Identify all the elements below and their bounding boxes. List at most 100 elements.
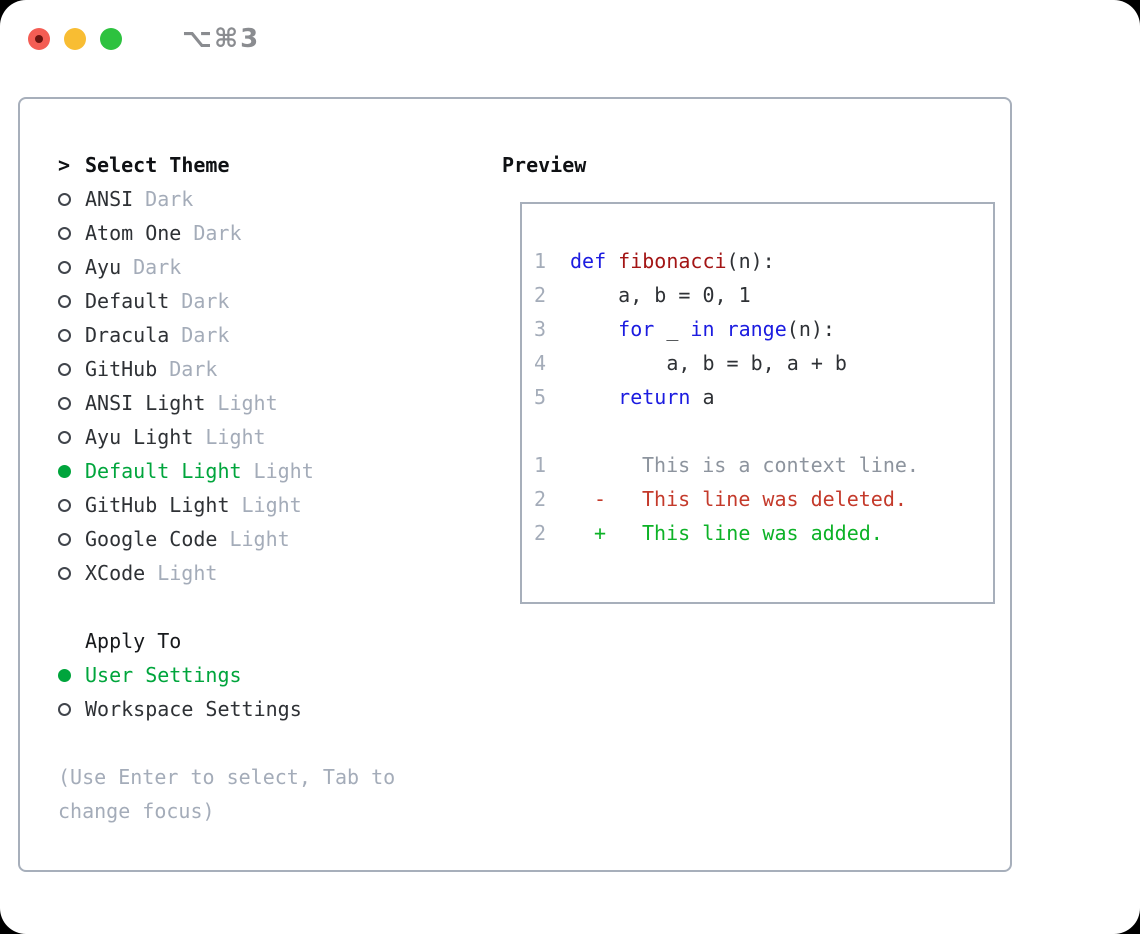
line-number: 1 [534, 249, 547, 273]
apply-to-list: User Settings Workspace Settings [58, 658, 492, 726]
code-token [570, 380, 618, 414]
apply-option-label: Workspace Settings [85, 697, 302, 721]
theme-name: Default [85, 289, 170, 313]
theme-name: Dracula [85, 323, 170, 347]
theme-variant: Light [253, 459, 314, 483]
theme-variant: Light [229, 527, 290, 551]
theme-variant: Dark [181, 323, 230, 347]
theme-option-github[interactable]: GitHub Dark [58, 352, 492, 386]
theme-name: ANSI [85, 187, 134, 211]
radio-icon [58, 362, 71, 376]
theme-option-dracula[interactable]: Dracula Dark [58, 318, 492, 352]
theme-list-section: > Select Theme ANSI Dark Atom One Dark A… [20, 99, 492, 870]
theme-variant: Light [217, 391, 278, 415]
code-token [606, 244, 618, 278]
apply-to-header: Apply To [58, 624, 492, 658]
diff-line-context: 1 This is a context line. [534, 448, 993, 482]
preview-header: Preview [502, 148, 1010, 182]
theme-name: Ayu Light [85, 425, 194, 449]
line-number: 2 [534, 487, 547, 511]
radio-icon [58, 328, 71, 342]
window-title: ⌥⌘3 [182, 24, 261, 54]
theme-option-ansi[interactable]: ANSI Dark [58, 182, 492, 216]
theme-name: Atom One [85, 221, 182, 245]
diff-text: This is a context line. [642, 453, 919, 477]
radio-icon [58, 668, 71, 682]
select-theme-title: Select Theme [85, 153, 230, 177]
diff-marker-icon: + [594, 521, 607, 545]
code-token: in [690, 317, 715, 341]
radio-icon [58, 260, 71, 274]
radio-icon [58, 294, 71, 308]
radio-icon [58, 566, 71, 580]
radio-icon [58, 464, 71, 478]
code-token: range [726, 317, 787, 341]
code-line: 4 a, b = b, a + b [534, 346, 993, 380]
apply-option-workspace-settings[interactable]: Workspace Settings [58, 692, 492, 726]
code-line: 2 a, b = 0, 1 [534, 278, 993, 312]
theme-option-ansi-light[interactable]: ANSI Light Light [58, 386, 492, 420]
zoom-button[interactable] [100, 28, 122, 50]
code-line: 3 for _ in range(n): [534, 312, 993, 346]
code-token [715, 312, 727, 346]
code-token: a [690, 385, 715, 409]
code-token: _ [654, 317, 691, 341]
code-token: (n): [726, 249, 775, 273]
code-token: fibonacci [618, 249, 727, 273]
theme-option-atom-one[interactable]: Atom One Dark [58, 216, 492, 250]
radio-icon [58, 430, 71, 444]
diff-marker-icon: - [594, 487, 607, 511]
close-dot-icon [35, 35, 43, 43]
theme-list: ANSI Dark Atom One Dark Ayu Dark Default… [58, 182, 492, 590]
blank-line [534, 414, 993, 448]
theme-name: Ayu [85, 255, 122, 279]
minimize-button[interactable] [64, 28, 86, 50]
theme-option-xcode[interactable]: XCode Light [58, 556, 492, 590]
diff-marker-empty [570, 448, 642, 482]
prompt-arrow-icon: > [58, 153, 71, 177]
radio-icon [58, 532, 71, 546]
code-token [570, 312, 618, 346]
theme-variant: Light [157, 561, 218, 585]
diff-line-deleted: 2 - This line was deleted. [534, 482, 993, 516]
theme-variant: Dark [181, 289, 230, 313]
theme-variant: Dark [145, 187, 194, 211]
code-token: a, b = b, a + b [570, 351, 847, 375]
theme-name: Google Code [85, 527, 218, 551]
radio-icon [58, 396, 71, 410]
theme-option-github-light[interactable]: GitHub Light Light [58, 488, 492, 522]
code-token: (n): [786, 317, 835, 341]
radio-icon [58, 498, 71, 512]
theme-name: Default Light [85, 459, 242, 483]
help-text: (Use Enter to select, Tab to change focu… [58, 765, 396, 823]
theme-option-default[interactable]: Default Dark [58, 284, 492, 318]
theme-variant: Dark [193, 221, 242, 245]
diff-text: This line was added. [642, 521, 883, 545]
radio-icon [58, 192, 71, 206]
code-token: for [618, 317, 655, 341]
apply-option-user-settings[interactable]: User Settings [58, 658, 492, 692]
code-line: 5 return a [534, 380, 993, 414]
theme-option-default-light[interactable]: Default Light Light [58, 454, 492, 488]
radio-icon [58, 226, 71, 240]
line-number: 2 [534, 283, 547, 307]
diff-text: This line was deleted. [642, 487, 907, 511]
spacer [58, 590, 492, 624]
theme-name: GitHub Light [85, 493, 230, 517]
diff-line-added: 2+This line was added. [534, 516, 993, 550]
select-theme-header: > Select Theme [58, 148, 492, 182]
line-number: 1 [534, 453, 547, 477]
close-button[interactable] [28, 28, 50, 50]
theme-name: ANSI Light [85, 391, 206, 415]
window-titlebar[interactable]: ⌥⌘3 [28, 24, 261, 54]
theme-option-ayu[interactable]: Ayu Dark [58, 250, 492, 284]
theme-variant: Light [241, 493, 302, 517]
apply-option-label: User Settings [85, 663, 242, 687]
theme-option-google-code[interactable]: Google Code Light [58, 522, 492, 556]
theme-option-ayu-light[interactable]: Ayu Light Light [58, 420, 492, 454]
